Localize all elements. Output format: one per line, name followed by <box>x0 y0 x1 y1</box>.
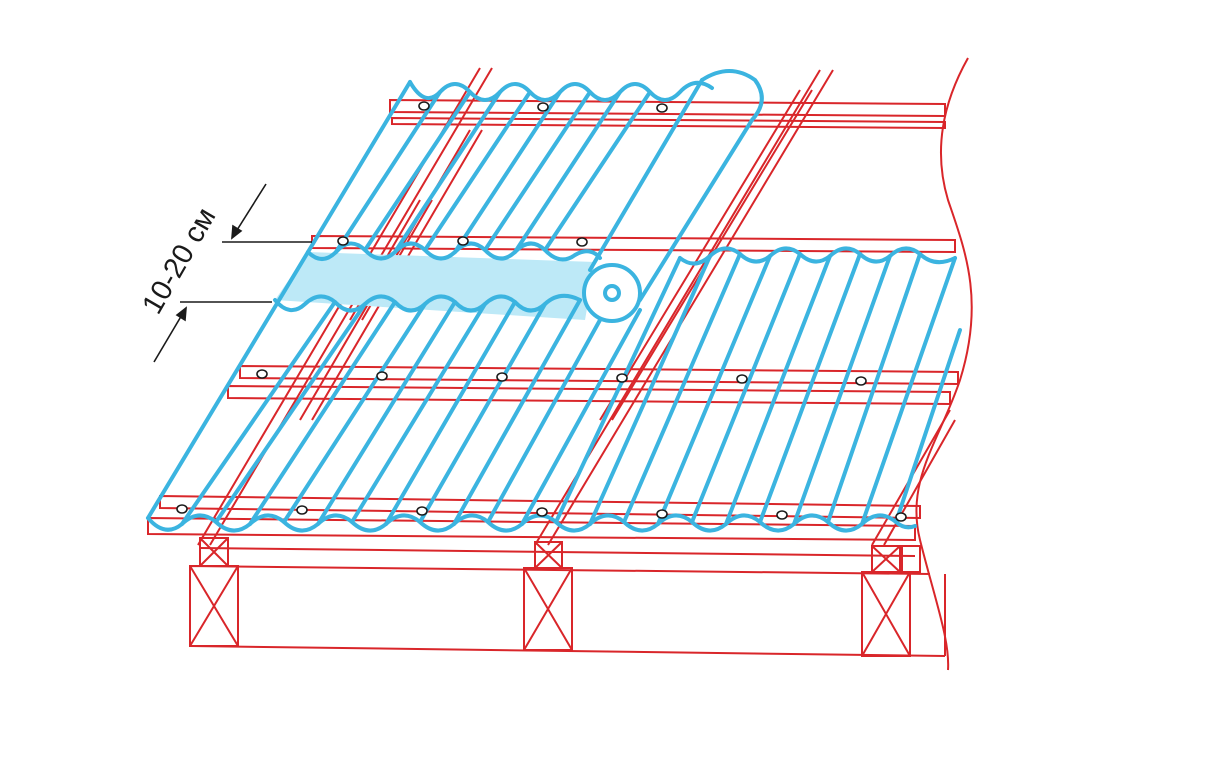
corrugation <box>452 298 582 526</box>
block <box>523 567 573 651</box>
fastener <box>576 237 588 247</box>
fastener <box>536 507 548 517</box>
corrugation <box>758 252 862 524</box>
fastener <box>656 103 668 113</box>
timber-frame <box>147 57 973 671</box>
corrugation <box>418 302 547 524</box>
fastener <box>416 506 428 516</box>
fastener <box>176 504 188 514</box>
corrugation <box>423 90 532 252</box>
fastener <box>616 373 628 383</box>
corrugation <box>384 300 517 526</box>
fastener <box>457 236 469 246</box>
corrugation <box>146 250 310 520</box>
corrugation <box>486 318 602 524</box>
block-small <box>901 545 921 573</box>
corrugation <box>513 90 622 254</box>
fastener <box>296 505 308 515</box>
fastener <box>656 509 668 519</box>
corrugation <box>588 254 712 526</box>
fastener <box>776 510 788 520</box>
arrowhead-bottom <box>175 306 187 322</box>
corrugation <box>724 254 832 526</box>
corrugation <box>860 256 957 526</box>
fastener <box>895 512 907 522</box>
block <box>861 571 911 657</box>
block-small <box>871 545 901 573</box>
corrugation <box>554 256 682 524</box>
corrugation <box>656 254 772 526</box>
fastener <box>855 376 867 386</box>
ridge-roll-core <box>603 284 621 302</box>
arrowhead-top <box>231 224 243 240</box>
corrugation <box>543 90 652 252</box>
beam <box>189 547 946 657</box>
fastener <box>496 372 508 382</box>
corrugation <box>248 300 397 526</box>
fastener <box>736 374 748 384</box>
beam-top <box>199 547 916 557</box>
corrugation <box>316 300 457 526</box>
corrugation <box>180 300 337 526</box>
fasteners <box>176 101 907 522</box>
fastener <box>376 371 388 381</box>
corrugation <box>393 90 502 254</box>
break-line <box>915 57 973 671</box>
corrugation <box>792 254 892 526</box>
cross-blocks <box>189 537 921 657</box>
corrugation <box>690 252 802 524</box>
fastener <box>418 101 430 111</box>
corrugation <box>363 90 472 252</box>
fastener <box>337 236 349 246</box>
batten <box>239 364 959 386</box>
corrugated-sheets <box>146 69 962 533</box>
corrugation <box>350 302 487 524</box>
sheet-top-edge <box>678 246 957 266</box>
block-small <box>534 541 563 569</box>
overlap-zone <box>275 252 595 320</box>
corrugation <box>306 80 412 254</box>
corrugation <box>483 90 592 252</box>
fastener <box>537 102 549 112</box>
overlap-dimension <box>153 183 312 363</box>
batten <box>391 116 946 130</box>
ridge-roll-edge <box>588 78 704 272</box>
batten <box>227 384 951 406</box>
block-small <box>199 537 229 567</box>
corrugation <box>214 302 367 524</box>
corrugation <box>282 302 427 524</box>
corrugation <box>622 252 742 524</box>
corrugation <box>826 252 922 524</box>
fastener <box>256 369 268 379</box>
corrugation <box>894 328 962 524</box>
beam-face <box>237 566 911 656</box>
corrugation <box>453 90 562 254</box>
corrugation <box>520 308 642 526</box>
corrugation <box>334 90 442 254</box>
block <box>189 565 239 647</box>
